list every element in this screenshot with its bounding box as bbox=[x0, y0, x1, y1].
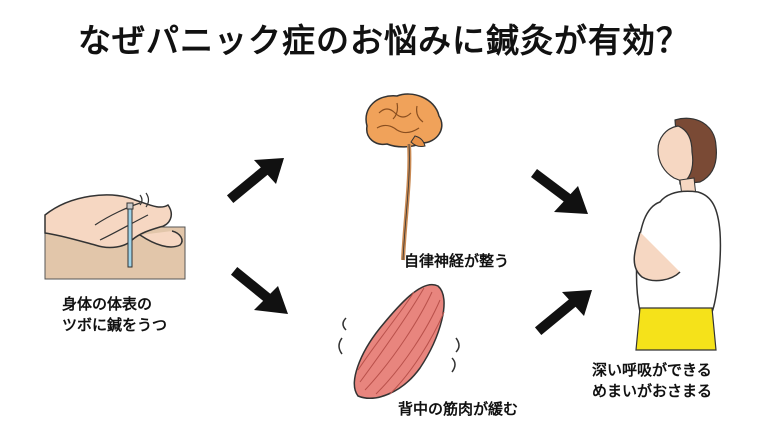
page-title: なぜパニック症のお悩みに鍼灸が有効？ bbox=[78, 21, 690, 60]
result-caption-line1: 深い呼吸ができる bbox=[592, 361, 712, 379]
woman-breathing-illustration bbox=[633, 117, 722, 351]
brain-nervous-system-illustration bbox=[365, 93, 443, 261]
arrow-down-right-icon bbox=[230, 266, 288, 314]
back-muscle-illustration bbox=[338, 283, 460, 399]
acupuncture-caption-line1: 身体の体表の bbox=[62, 295, 153, 313]
arrow-down-right-icon bbox=[531, 169, 588, 214]
muscles-caption: 背中の筋肉が緩む bbox=[398, 400, 519, 418]
arrow-up-right-icon bbox=[226, 158, 284, 204]
result-caption-line2: めまいがおさまる bbox=[592, 382, 713, 400]
arrow-up-right-icon bbox=[534, 290, 592, 336]
nerves-caption: 自律神経が整う bbox=[404, 252, 510, 270]
acupuncture-hand-illustration bbox=[44, 192, 186, 280]
acupuncture-caption-line2: ツボに鍼をうつ bbox=[62, 316, 168, 334]
